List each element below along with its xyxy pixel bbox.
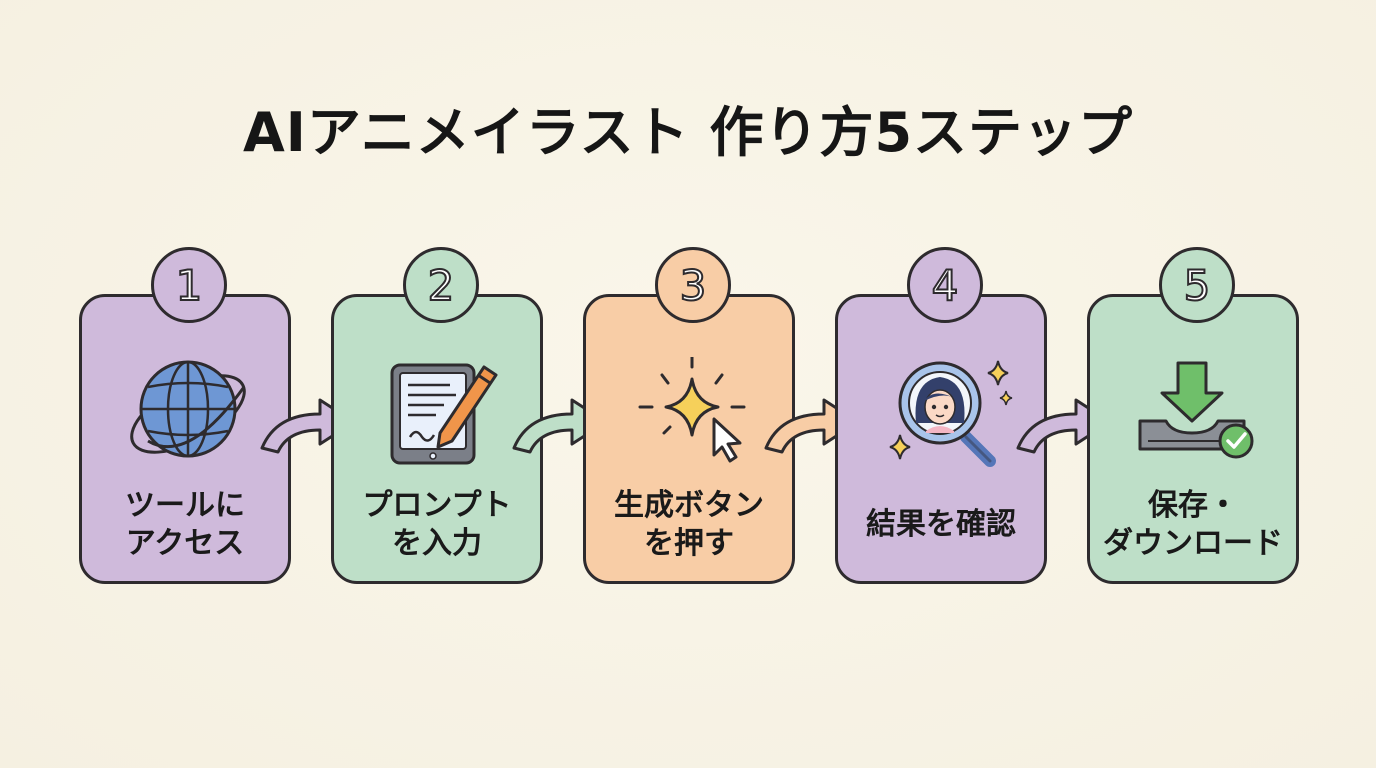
page-title: AIアニメイラスト 作り方5ステップ bbox=[242, 101, 1134, 164]
magnifier-character-icon bbox=[889, 360, 1013, 467]
step-label-line-2: を押す bbox=[644, 526, 734, 561]
download-check-icon bbox=[1138, 361, 1254, 459]
step-label: 保存・ ダウンロード bbox=[1090, 485, 1296, 565]
step-label-line-2: ダウンロード bbox=[1103, 526, 1283, 561]
step-number-badge: 4 bbox=[907, 247, 983, 323]
step-number-badge: 1 bbox=[151, 247, 227, 323]
step-label-line-1: 結果を確認 bbox=[866, 507, 1016, 542]
step-label: ツールに アクセス bbox=[82, 485, 288, 565]
step-number-badge: 2 bbox=[403, 247, 479, 323]
globe-icon bbox=[130, 360, 246, 458]
step-label-line-2: を入力 bbox=[392, 526, 482, 561]
step-card-1: 1 ツールに アクセス bbox=[79, 247, 291, 584]
step-label: 生成ボタン を押す bbox=[586, 485, 792, 565]
step-card-5: 5 保存・ ダウンロード bbox=[1087, 247, 1299, 584]
step-label: プロンプト を入力 bbox=[334, 485, 540, 565]
tablet-pencil-icon bbox=[390, 363, 498, 465]
step-number-badge: 5 bbox=[1159, 247, 1235, 323]
step-label-line-1: ツールに bbox=[125, 488, 245, 523]
step-label-line-1: 保存・ bbox=[1148, 488, 1238, 523]
sparkle-cursor-icon bbox=[638, 357, 746, 463]
step-card-3: 3 生成ボタン を押す bbox=[583, 247, 795, 584]
step-label-line-1: 生成ボタン bbox=[614, 488, 764, 523]
step-label-line-2: アクセス bbox=[125, 526, 245, 561]
step-card-2: 2 プロンプト を入力 bbox=[331, 247, 543, 584]
step-label-line-1: プロンプト bbox=[362, 488, 512, 523]
step-label: 結果を確認 bbox=[838, 485, 1044, 565]
step-number-badge: 3 bbox=[655, 247, 731, 323]
step-card-4: 4 結果を確認 bbox=[835, 247, 1047, 584]
